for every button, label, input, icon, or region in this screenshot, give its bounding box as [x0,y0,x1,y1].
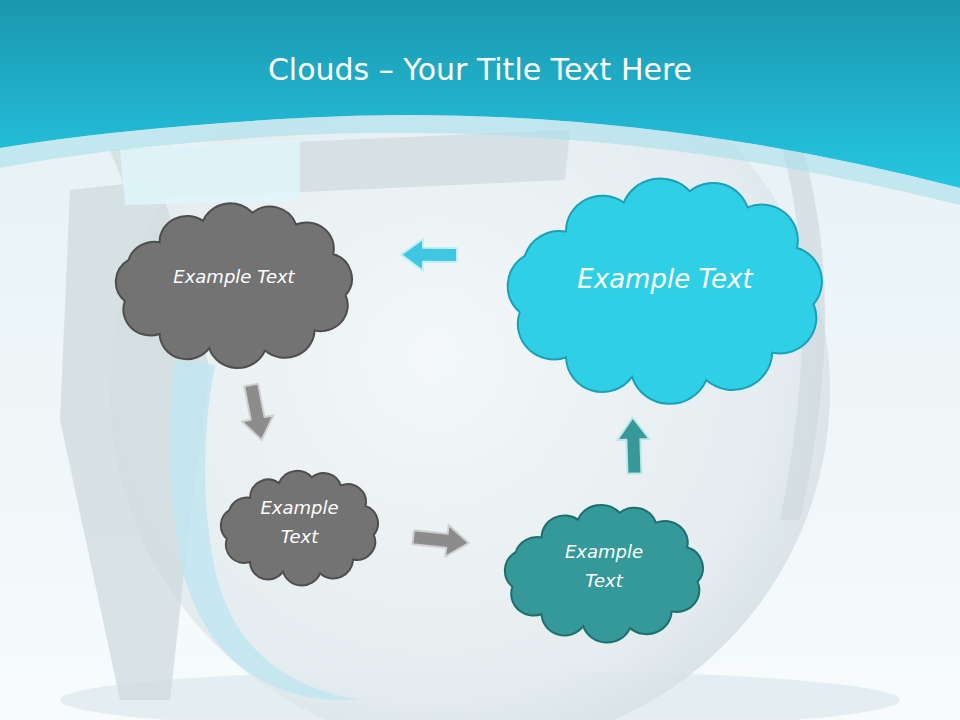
block-arrow [412,525,468,557]
cloud-outline [217,465,382,580]
cloud-outline [500,498,708,636]
cloud-shape: Example Text [500,167,830,393]
slide-title: Clouds – Your Title Text Here [0,52,960,87]
cloud-shape: Example Text [110,195,358,360]
cloud-text: Example Text [255,494,345,552]
block-arrow [242,384,273,440]
cloud-shape: Example Text [500,498,708,636]
cloud-text: Example Text [559,538,649,596]
cloud-text: Example Text [577,259,752,301]
block-arrow [401,239,457,271]
cloud-text: Example Text [173,263,294,292]
block-arrow [617,418,649,474]
cloud-shape: Example Text [217,465,382,580]
